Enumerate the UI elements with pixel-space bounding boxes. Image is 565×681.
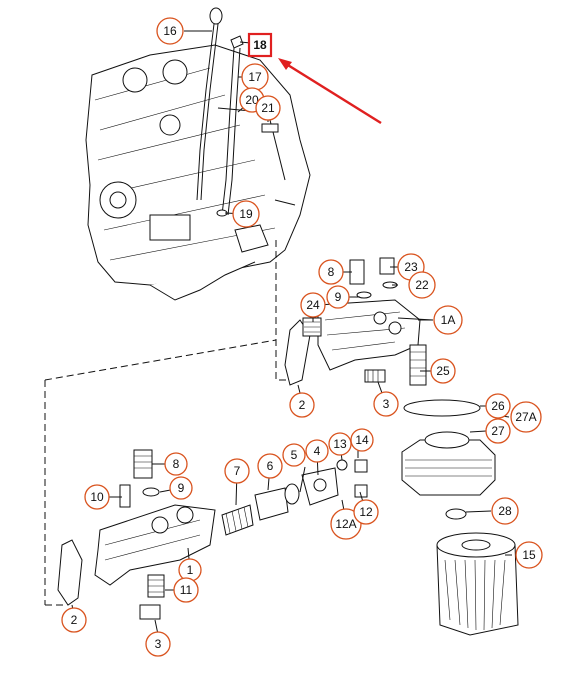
callout-5: 5 [282, 443, 306, 467]
highlight-arrow [278, 58, 382, 125]
oil-cooler [401, 399, 496, 520]
svg-text:12: 12 [359, 505, 373, 519]
svg-text:3: 3 [155, 637, 162, 651]
svg-text:24: 24 [306, 298, 320, 312]
callout-14: 14 [350, 428, 374, 452]
callout-1A: 1A [433, 305, 463, 335]
callout-16: 16 [156, 17, 184, 45]
callout-3-lower: 3 [145, 631, 171, 657]
svg-text:3: 3 [383, 397, 390, 411]
callout-19: 19 [232, 200, 260, 228]
callout-21: 21 [255, 95, 281, 121]
svg-text:13: 13 [333, 437, 347, 451]
svg-text:9: 9 [178, 481, 185, 495]
lower-regulator-assembly [57, 449, 368, 620]
callout-10: 10 [84, 484, 110, 510]
callout-6: 6 [257, 453, 283, 479]
svg-text:1: 1 [187, 563, 194, 577]
svg-text:21: 21 [261, 101, 275, 115]
svg-text:16: 16 [163, 24, 177, 38]
callout-27A: 27A [510, 401, 542, 433]
dipstick [196, 7, 223, 201]
frame-line-lower [44, 339, 277, 606]
svg-text:1A: 1A [441, 313, 456, 327]
callout-13: 13 [328, 432, 352, 456]
callout-11: 11 [173, 577, 199, 603]
callout-8-lower: 8 [164, 452, 188, 476]
callout-2-lower: 2 [61, 607, 87, 633]
callout-15: 15 [515, 541, 543, 569]
svg-text:12A: 12A [335, 517, 356, 531]
svg-text:14: 14 [355, 433, 369, 447]
svg-text:20: 20 [245, 93, 259, 107]
callout-9-lower: 9 [169, 476, 193, 500]
callout-28: 28 [491, 497, 519, 525]
svg-text:15: 15 [522, 548, 536, 562]
callout-3-upper: 3 [373, 391, 399, 417]
callout-27: 27 [485, 418, 511, 444]
callout-18: 18 [247, 32, 273, 58]
svg-text:22: 22 [415, 278, 429, 292]
svg-text:27: 27 [491, 424, 505, 438]
callout-4: 4 [305, 439, 329, 463]
svg-text:10: 10 [90, 490, 104, 504]
svg-text:25: 25 [436, 364, 450, 378]
svg-text:7: 7 [234, 464, 241, 478]
svg-text:23: 23 [404, 260, 418, 274]
callout-24: 24 [300, 292, 326, 318]
svg-text:4: 4 [314, 444, 321, 458]
svg-text:19: 19 [239, 207, 253, 221]
callout-7: 7 [224, 458, 250, 484]
callout-25: 25 [430, 358, 456, 384]
svg-text:2: 2 [71, 613, 78, 627]
upper-filter-bracket [284, 257, 434, 386]
svg-text:9: 9 [335, 290, 342, 304]
oil-filter [436, 532, 519, 636]
svg-text:2: 2 [299, 398, 306, 412]
callout-1: 1 [178, 558, 202, 582]
callout-17: 17 [241, 63, 269, 91]
callout-12A: 12A [330, 508, 362, 540]
engine-block [85, 44, 311, 301]
svg-text:28: 28 [498, 504, 512, 518]
svg-text:11: 11 [180, 583, 193, 597]
svg-text:26: 26 [491, 399, 505, 413]
svg-text:6: 6 [267, 459, 274, 473]
callout-8-upper: 8 [318, 259, 344, 285]
callout-22: 22 [408, 271, 436, 299]
frame-line-upper [275, 240, 295, 381]
callout-12: 12 [353, 499, 379, 525]
svg-text:27A: 27A [515, 410, 536, 424]
svg-text:5: 5 [291, 448, 298, 462]
svg-text:8: 8 [173, 457, 180, 471]
svg-text:18: 18 [253, 38, 267, 52]
callout-26: 26 [485, 393, 511, 419]
svg-text:8: 8 [328, 265, 335, 279]
callout-9-upper: 9 [326, 285, 350, 309]
svg-text:17: 17 [248, 70, 262, 84]
callout-2-upper: 2 [289, 392, 315, 418]
